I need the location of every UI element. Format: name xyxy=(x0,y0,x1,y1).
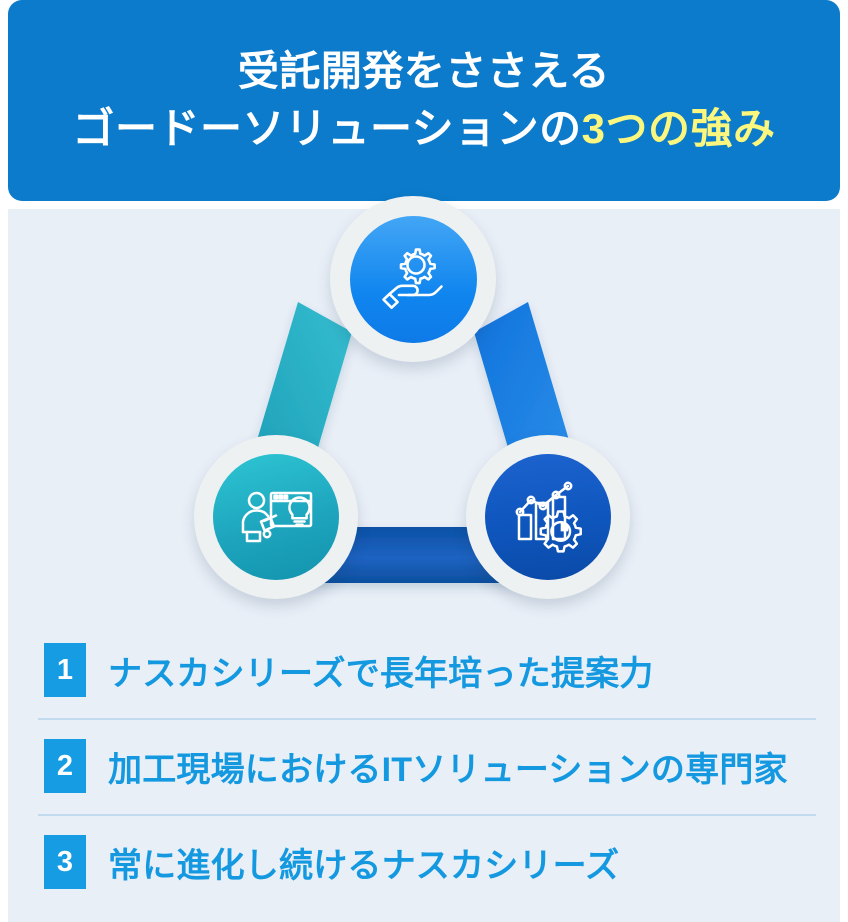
header-title-line-2: ゴードーソリューションの3つの強み xyxy=(72,100,775,158)
strength-number-badge: 2 xyxy=(44,739,86,793)
hand-holding-gear-icon xyxy=(382,248,443,309)
strength-number-badge: 3 xyxy=(44,835,86,889)
bar-chart-gear-analytics-icon xyxy=(515,481,582,553)
node-left-presentation xyxy=(194,435,358,599)
list-item: 1 ナスカシリーズで長年培った提案力 xyxy=(8,622,840,718)
node-left-inner xyxy=(213,454,339,580)
node-top-hand-gear xyxy=(330,196,496,362)
node-right-inner xyxy=(485,454,611,580)
list-divider xyxy=(38,718,816,720)
node-right-analytics xyxy=(466,435,630,599)
strength-text: ナスカシリーズで長年培った提案力 xyxy=(108,654,654,693)
list-divider xyxy=(38,814,816,816)
node-top-inner xyxy=(349,215,477,343)
list-item: 2 加工現場におけるITソリューションの専門家 xyxy=(8,718,840,814)
header-title-line-1: 受託開発をささえる xyxy=(237,48,611,95)
header-banner: 受託開発をささえる ゴードーソリューションの3つの強み xyxy=(8,0,840,201)
strength-text: 加工現場におけるITソリューションの専門家 xyxy=(108,750,788,789)
header-title-accent: 3つの強み xyxy=(581,104,776,152)
strengths-list: 1 ナスカシリーズで長年培った提案力 2 加工現場におけるITソリューションの専… xyxy=(8,622,840,910)
list-item: 3 常に進化し続けるナスカシリーズ xyxy=(8,814,840,910)
strength-number-badge: 1 xyxy=(44,643,86,697)
header-title-line-2-prefix: ゴードーソリューションの xyxy=(72,104,582,152)
person-presentation-lightbulb-icon xyxy=(241,491,313,543)
strength-text: 常に進化し続けるナスカシリーズ xyxy=(108,846,620,885)
